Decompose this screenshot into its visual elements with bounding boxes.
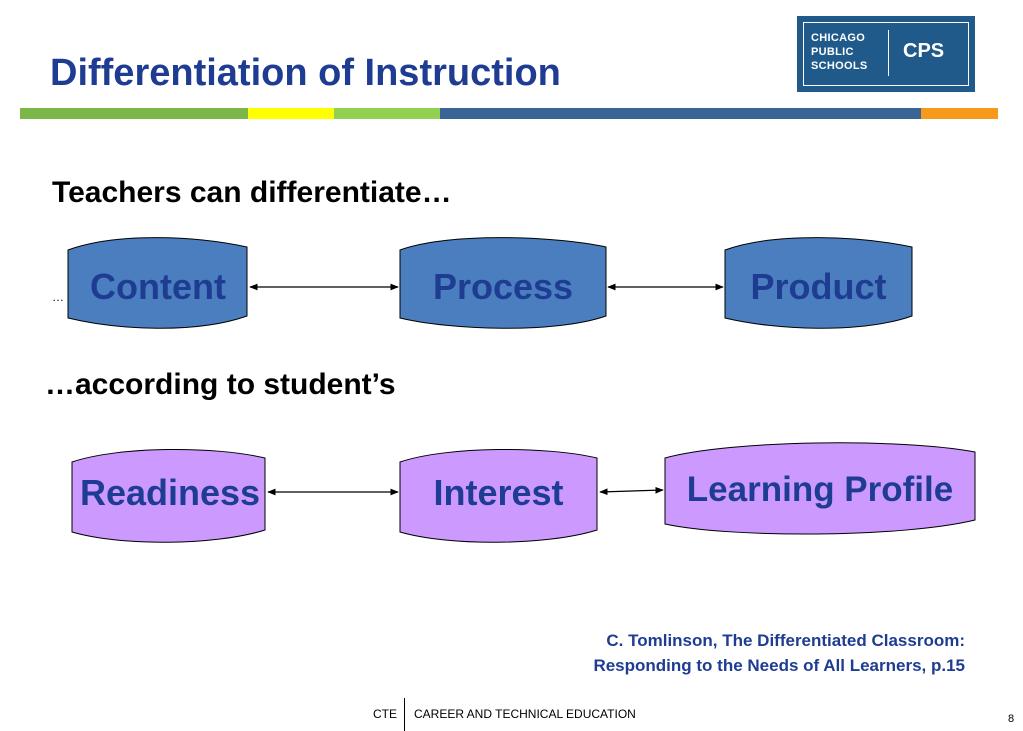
- citation: C. Tomlinson, The Differentiated Classro…: [593, 628, 965, 678]
- footer-career-text: CAREER AND TECHNICAL EDUCATION: [414, 707, 636, 721]
- subheading-students: …according to student’s: [45, 368, 396, 401]
- header-bar-orange: [921, 108, 998, 119]
- content-label: Content: [90, 266, 226, 307]
- content-shape: [67, 237, 248, 329]
- subheading-teachers: Teachers can differentiate…: [52, 176, 452, 209]
- header-bar-yellow: [248, 108, 334, 119]
- logo-abbrev: CPS: [903, 40, 945, 62]
- citation-line-2: Responding to the Needs of All Learners,…: [593, 656, 965, 675]
- logo-divider: [888, 30, 889, 76]
- interest-label: Interest: [433, 472, 564, 513]
- product-label: Product: [750, 266, 887, 307]
- header-bar-light-green: [334, 108, 440, 119]
- process-shape: [399, 237, 607, 329]
- process-label: Process: [432, 266, 574, 307]
- cps-logo: CHICAGO PUBLIC SCHOOLS CPS: [797, 16, 975, 92]
- header-bar-green: [20, 108, 248, 119]
- logo-line-3: SCHOOLS: [811, 60, 868, 72]
- readiness-label: Readiness: [79, 472, 261, 513]
- footer-divider: [404, 698, 405, 731]
- logo-frame: [803, 22, 969, 86]
- logo-line-2: PUBLIC: [811, 46, 854, 58]
- citation-line-1: C. Tomlinson, The Differentiated Classro…: [606, 631, 965, 650]
- interest-profile-arrow: [599, 486, 664, 496]
- learning-profile-label: Learning Profile: [686, 470, 954, 509]
- slide-title: Differentiation of Instruction: [50, 52, 561, 94]
- readiness-shape: [71, 448, 266, 543]
- logo-line-1: CHICAGO: [811, 32, 866, 44]
- interest-shape: [399, 448, 598, 543]
- learning-profile-shape: [664, 442, 976, 535]
- page-number: 8: [1008, 713, 1015, 725]
- stray-ellipsis: …: [52, 290, 64, 304]
- footer-cte: CTE: [373, 707, 397, 721]
- header-bar-blue: [440, 108, 921, 119]
- product-shape: [724, 237, 913, 329]
